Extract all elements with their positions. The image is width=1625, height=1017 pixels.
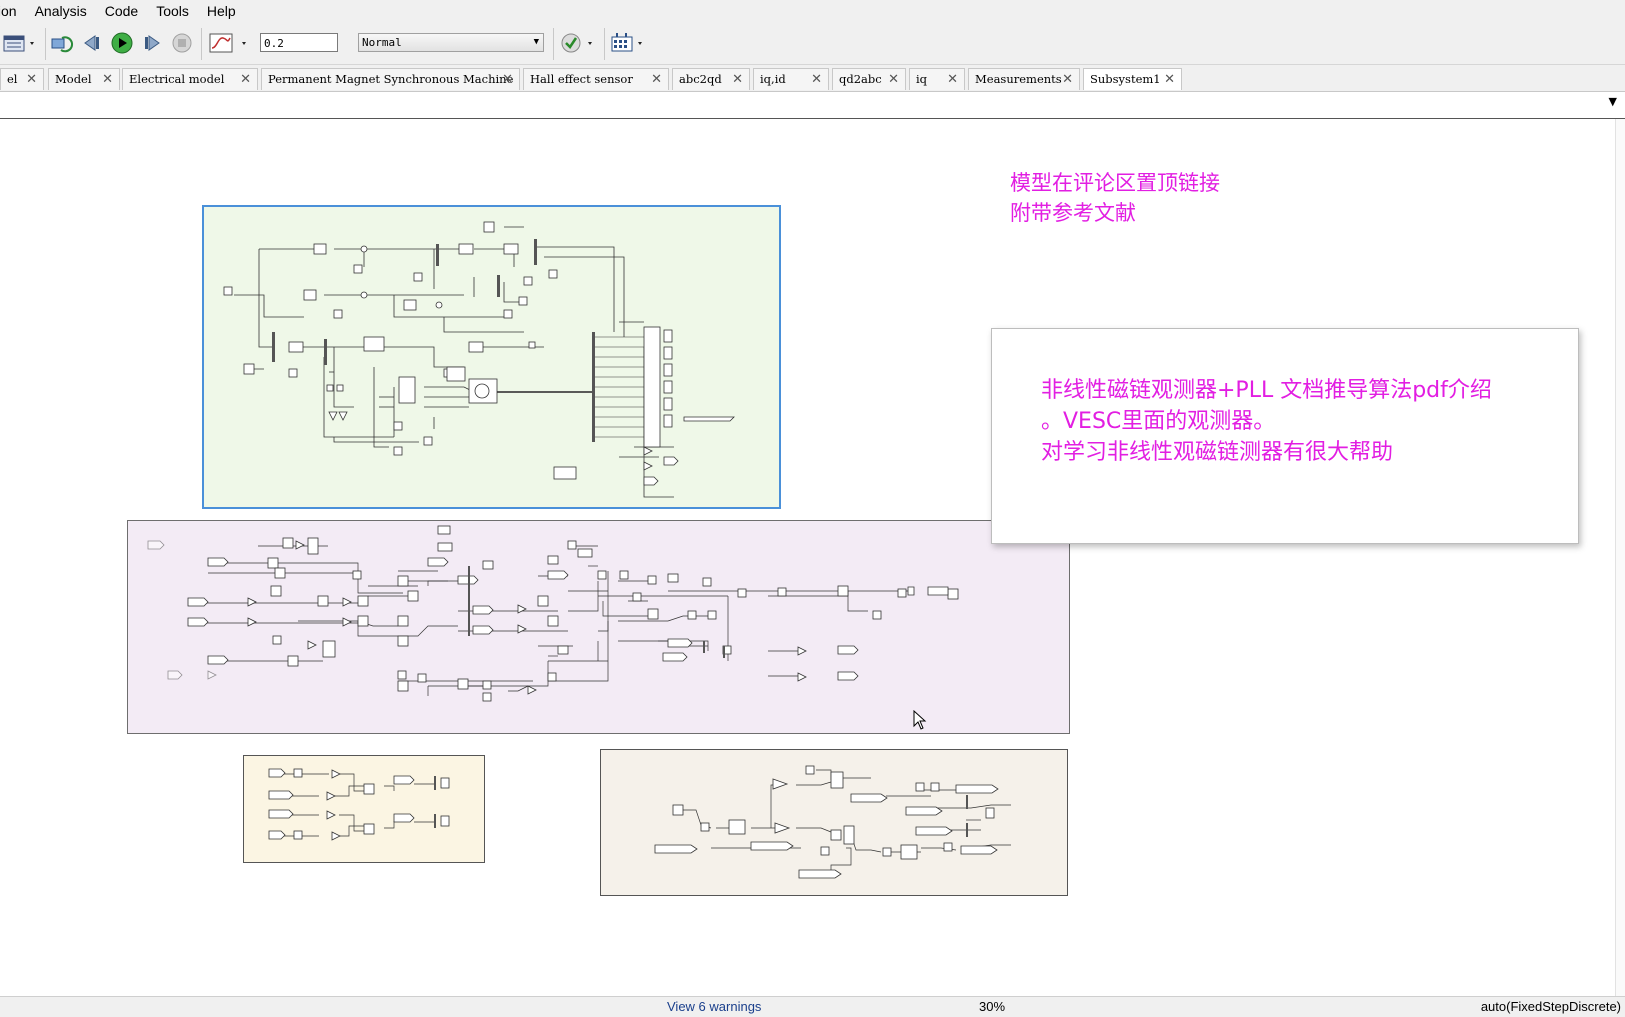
menu-analysis[interactable]: Analysis bbox=[34, 3, 87, 19]
toolbar: 0.2 Normal ▼ bbox=[0, 22, 1625, 65]
step-forward-icon bbox=[145, 35, 160, 51]
annotation-line: 附带参考文献 bbox=[1010, 201, 1136, 225]
close-icon[interactable]: ✕ bbox=[26, 72, 37, 87]
area-yellow[interactable] bbox=[243, 755, 485, 863]
annotation-line: 非线性磁链观测器+PLL 文档推导算法pdf介绍 bbox=[1041, 378, 1492, 403]
menu-tools[interactable]: Tools bbox=[156, 3, 189, 19]
close-icon[interactable]: ✕ bbox=[811, 72, 822, 87]
area-green[interactable] bbox=[202, 205, 781, 509]
tab-pmsm[interactable]: Permanent Magnet Synchronous Machine✕ bbox=[261, 68, 520, 90]
area-beige[interactable] bbox=[600, 749, 1068, 896]
status-bar: View 6 warnings 30% auto(FixedStepDiscre… bbox=[0, 996, 1625, 1017]
refresh-icon bbox=[51, 36, 74, 53]
run-button[interactable] bbox=[109, 31, 135, 55]
step-back-button[interactable] bbox=[80, 31, 104, 55]
chevron-down-icon[interactable]: ▼ bbox=[1608, 95, 1617, 108]
vertical-scrollbar[interactable] bbox=[1615, 119, 1625, 996]
close-icon[interactable]: ✕ bbox=[502, 72, 513, 87]
data-inspector-button[interactable] bbox=[208, 31, 252, 55]
close-icon[interactable]: ✕ bbox=[651, 72, 662, 87]
tab-model[interactable]: Model✕ bbox=[48, 68, 120, 90]
menu-simulation[interactable]: tion bbox=[0, 3, 17, 19]
subsystem-diagram bbox=[147, 525, 959, 702]
annotation-model-link[interactable]: 模型在评论区置顶链接 附带参考文献 bbox=[1010, 168, 1340, 228]
close-icon[interactable]: ✕ bbox=[240, 72, 251, 87]
checkmark-icon bbox=[561, 33, 592, 53]
simulation-mode-select[interactable]: Normal ▼ bbox=[358, 33, 544, 52]
chevron-down-icon: ▼ bbox=[533, 37, 539, 47]
annotation-line: 模型在评论区置顶链接 bbox=[1010, 171, 1220, 195]
tab-iq[interactable]: iq✕ bbox=[909, 68, 965, 90]
annotation-line: 。VESC里面的观测器。 bbox=[1041, 409, 1276, 434]
tab-electrical-model[interactable]: Electrical model✕ bbox=[122, 68, 258, 90]
subsystem-diagram bbox=[654, 765, 1011, 879]
tab-bar: el✕ Model✕ Electrical model✕ Permanent M… bbox=[0, 65, 1625, 92]
close-icon[interactable]: ✕ bbox=[1062, 72, 1073, 87]
model-advisor-button[interactable] bbox=[560, 31, 600, 55]
close-icon[interactable]: ✕ bbox=[947, 72, 958, 87]
library-browser-button[interactable] bbox=[2, 31, 38, 55]
step-back-icon bbox=[84, 35, 99, 51]
simulation-mode-value: Normal bbox=[362, 36, 402, 49]
menu-code[interactable]: Code bbox=[104, 3, 139, 19]
tab-subsystem1[interactable]: Subsystem1✕ bbox=[1083, 68, 1182, 90]
update-diagram-button[interactable] bbox=[49, 31, 75, 55]
view-warnings-link[interactable]: View 6 warnings bbox=[667, 999, 762, 1014]
stop-button[interactable] bbox=[170, 31, 194, 55]
data-inspector-icon bbox=[209, 33, 246, 53]
solver-info[interactable]: auto(FixedStepDiscrete) bbox=[1480, 999, 1621, 1014]
area-purple[interactable] bbox=[127, 520, 1070, 734]
library-browser-icon bbox=[3, 35, 34, 52]
annotation-box[interactable] bbox=[991, 328, 1579, 544]
model-path-bar[interactable]: ▼ bbox=[0, 92, 1625, 119]
close-icon[interactable]: ✕ bbox=[888, 72, 899, 87]
tab-qd2abc[interactable]: qd2abc✕ bbox=[832, 68, 906, 90]
menu-help[interactable]: Help bbox=[206, 3, 236, 19]
tab-abc2qd[interactable]: abc2qd✕ bbox=[672, 68, 750, 90]
stop-icon bbox=[172, 33, 192, 53]
close-icon[interactable]: ✕ bbox=[1164, 72, 1175, 87]
subsystem-diagram bbox=[223, 221, 735, 498]
close-icon[interactable]: ✕ bbox=[102, 72, 113, 87]
tab-model-root[interactable]: el✕ bbox=[0, 68, 44, 90]
subsystem-diagram bbox=[268, 768, 450, 841]
tab-iq-id[interactable]: iq,id✕ bbox=[753, 68, 829, 90]
zoom-level: 30% bbox=[979, 999, 1006, 1014]
stop-time-input[interactable]: 0.2 bbox=[260, 33, 338, 52]
annotation-observer-description[interactable]: 非线性磁链观测器+PLL 文档推导算法pdf介绍 。VESC里面的观测器。 对学… bbox=[1041, 375, 1561, 468]
play-icon bbox=[111, 32, 133, 54]
mouse-cursor-icon bbox=[913, 710, 927, 730]
annotation-line: 对学习非线性观磁链测器有很大帮助 bbox=[1041, 440, 1394, 465]
tab-measurements[interactable]: Measurements✕ bbox=[968, 68, 1080, 90]
close-icon[interactable]: ✕ bbox=[732, 72, 743, 87]
build-icon bbox=[611, 33, 642, 52]
step-forward-button[interactable] bbox=[140, 31, 164, 55]
tab-hall-effect-sensor[interactable]: Hall effect sensor✕ bbox=[523, 68, 669, 90]
build-model-button[interactable] bbox=[610, 31, 650, 55]
menu-bar: tion Analysis Code Tools Help bbox=[0, 0, 1625, 22]
